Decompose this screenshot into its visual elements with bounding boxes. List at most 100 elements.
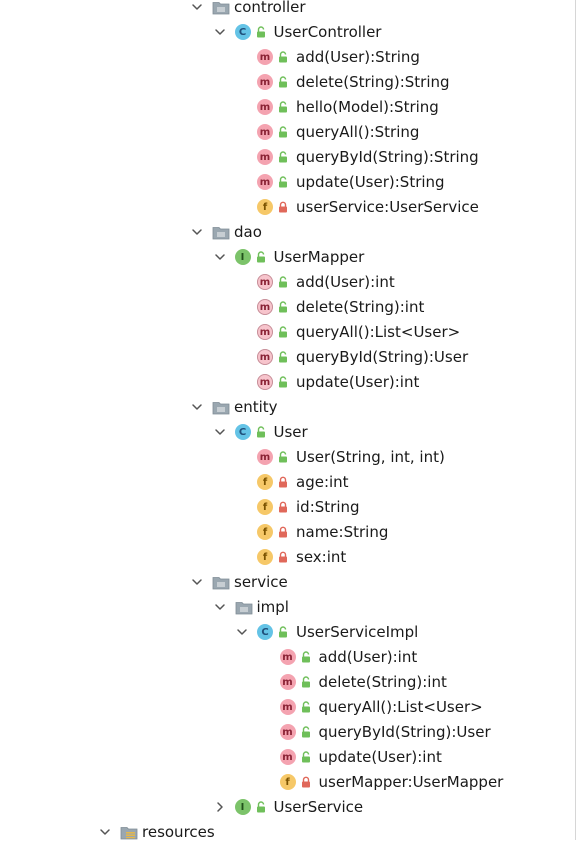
- method-icon: m: [279, 649, 296, 665]
- chevron-down-icon[interactable]: [98, 825, 112, 839]
- method-icon: m: [279, 674, 296, 690]
- tree-item[interactable]: impl: [213, 595, 289, 620]
- tree-item-label: queryAll():List<User>: [296, 322, 461, 341]
- tree-item[interactable]: entity: [190, 395, 278, 420]
- chevron-right-icon[interactable]: [213, 800, 227, 814]
- method-icon: m: [279, 724, 296, 740]
- tree-item-label: dao: [234, 222, 262, 241]
- tree-item[interactable]: f age:int: [235, 470, 349, 495]
- method-icon: m: [279, 749, 296, 765]
- abstract-method-icon: m: [257, 349, 273, 365]
- tree-item-label: resources: [142, 822, 215, 841]
- tree-item-label: UserController: [273, 22, 382, 41]
- public-lock-icon: [278, 76, 288, 88]
- public-lock-icon: [278, 51, 288, 63]
- chevron-down-icon[interactable]: [190, 575, 204, 589]
- tree-item-label: userService:UserService: [296, 197, 479, 216]
- tree-item[interactable]: m queryById(String):User: [258, 720, 491, 745]
- method-icon: m: [279, 699, 296, 715]
- method-icon: m: [257, 149, 273, 165]
- chevron-down-icon[interactable]: [213, 425, 227, 439]
- tree-item-label: delete(String):int: [318, 672, 447, 691]
- tree-item[interactable]: m delete(String):int: [258, 670, 447, 695]
- public-lock-icon: [301, 751, 311, 763]
- tree-item-label: User(String, int, int): [296, 447, 445, 466]
- chevron-down-icon[interactable]: [190, 0, 204, 14]
- tree-item-label: UserService: [273, 797, 364, 816]
- method-icon: m: [257, 74, 273, 90]
- chevron-down-icon[interactable]: [213, 25, 227, 39]
- method-icon: m: [257, 49, 273, 65]
- tree-item-label: add(User):int: [296, 272, 395, 291]
- tree-item[interactable]: m queryAll():List<User>: [235, 320, 460, 345]
- public-lock-icon: [301, 701, 311, 713]
- abstract-method-icon: m: [257, 324, 273, 340]
- tree-item-label: queryAll():List<User>: [318, 697, 483, 716]
- interface-icon: I: [234, 249, 251, 265]
- field-icon: f: [257, 199, 273, 215]
- private-lock-icon: [278, 201, 288, 213]
- package-folder-icon: [212, 575, 230, 590]
- tree-item[interactable]: I UserService: [213, 795, 364, 820]
- public-lock-icon: [301, 726, 311, 738]
- package-folder-icon: [212, 400, 230, 415]
- tree-item[interactable]: m add(User):int: [235, 270, 395, 295]
- tree-item[interactable]: controller: [190, 0, 306, 20]
- tree-item[interactable]: resources: [98, 820, 215, 845]
- resources-folder-icon: [120, 825, 138, 840]
- tree-item[interactable]: m queryAll():List<User>: [258, 695, 483, 720]
- tree-item-label: queryById(String):User: [318, 722, 491, 741]
- tree-item-label: User: [273, 422, 308, 441]
- tree-item[interactable]: m add(User):int: [258, 645, 418, 670]
- public-lock-icon: [278, 101, 288, 113]
- public-lock-icon: [278, 626, 288, 638]
- tree-item[interactable]: f userService:UserService: [235, 195, 479, 220]
- public-lock-icon: [278, 151, 288, 163]
- tree-item[interactable]: m delete(String):String: [235, 70, 450, 95]
- chevron-down-icon[interactable]: [213, 600, 227, 614]
- tree-item-label: queryById(String):String: [296, 147, 479, 166]
- tree-item[interactable]: dao: [190, 220, 262, 245]
- tree-item[interactable]: m update(User):int: [258, 745, 442, 770]
- method-icon: m: [257, 174, 273, 190]
- chevron-down-icon[interactable]: [213, 250, 227, 264]
- chevron-down-icon[interactable]: [190, 400, 204, 414]
- tree-item[interactable]: m queryById(String):String: [235, 145, 479, 170]
- tree-item-label: age:int: [296, 472, 349, 491]
- public-lock-icon: [278, 276, 288, 288]
- chevron-down-icon[interactable]: [235, 625, 249, 639]
- public-lock-icon: [256, 426, 266, 438]
- public-lock-icon: [256, 26, 266, 38]
- package-folder-icon: [212, 225, 230, 240]
- chevron-down-icon[interactable]: [190, 225, 204, 239]
- tree-item-label: queryAll():String: [296, 122, 420, 141]
- tree-item[interactable]: service: [190, 570, 288, 595]
- private-lock-icon: [278, 501, 288, 513]
- tree-item-label: add(User):int: [318, 647, 418, 666]
- private-lock-icon: [278, 476, 288, 488]
- field-icon: f: [257, 474, 273, 490]
- abstract-method-icon: m: [257, 274, 273, 290]
- tree-item-label: delete(String):String: [296, 72, 450, 91]
- field-icon: f: [257, 549, 273, 565]
- interface-icon: I: [234, 799, 251, 815]
- tree-item-label: update(User):int: [318, 747, 442, 766]
- public-lock-icon: [278, 326, 288, 338]
